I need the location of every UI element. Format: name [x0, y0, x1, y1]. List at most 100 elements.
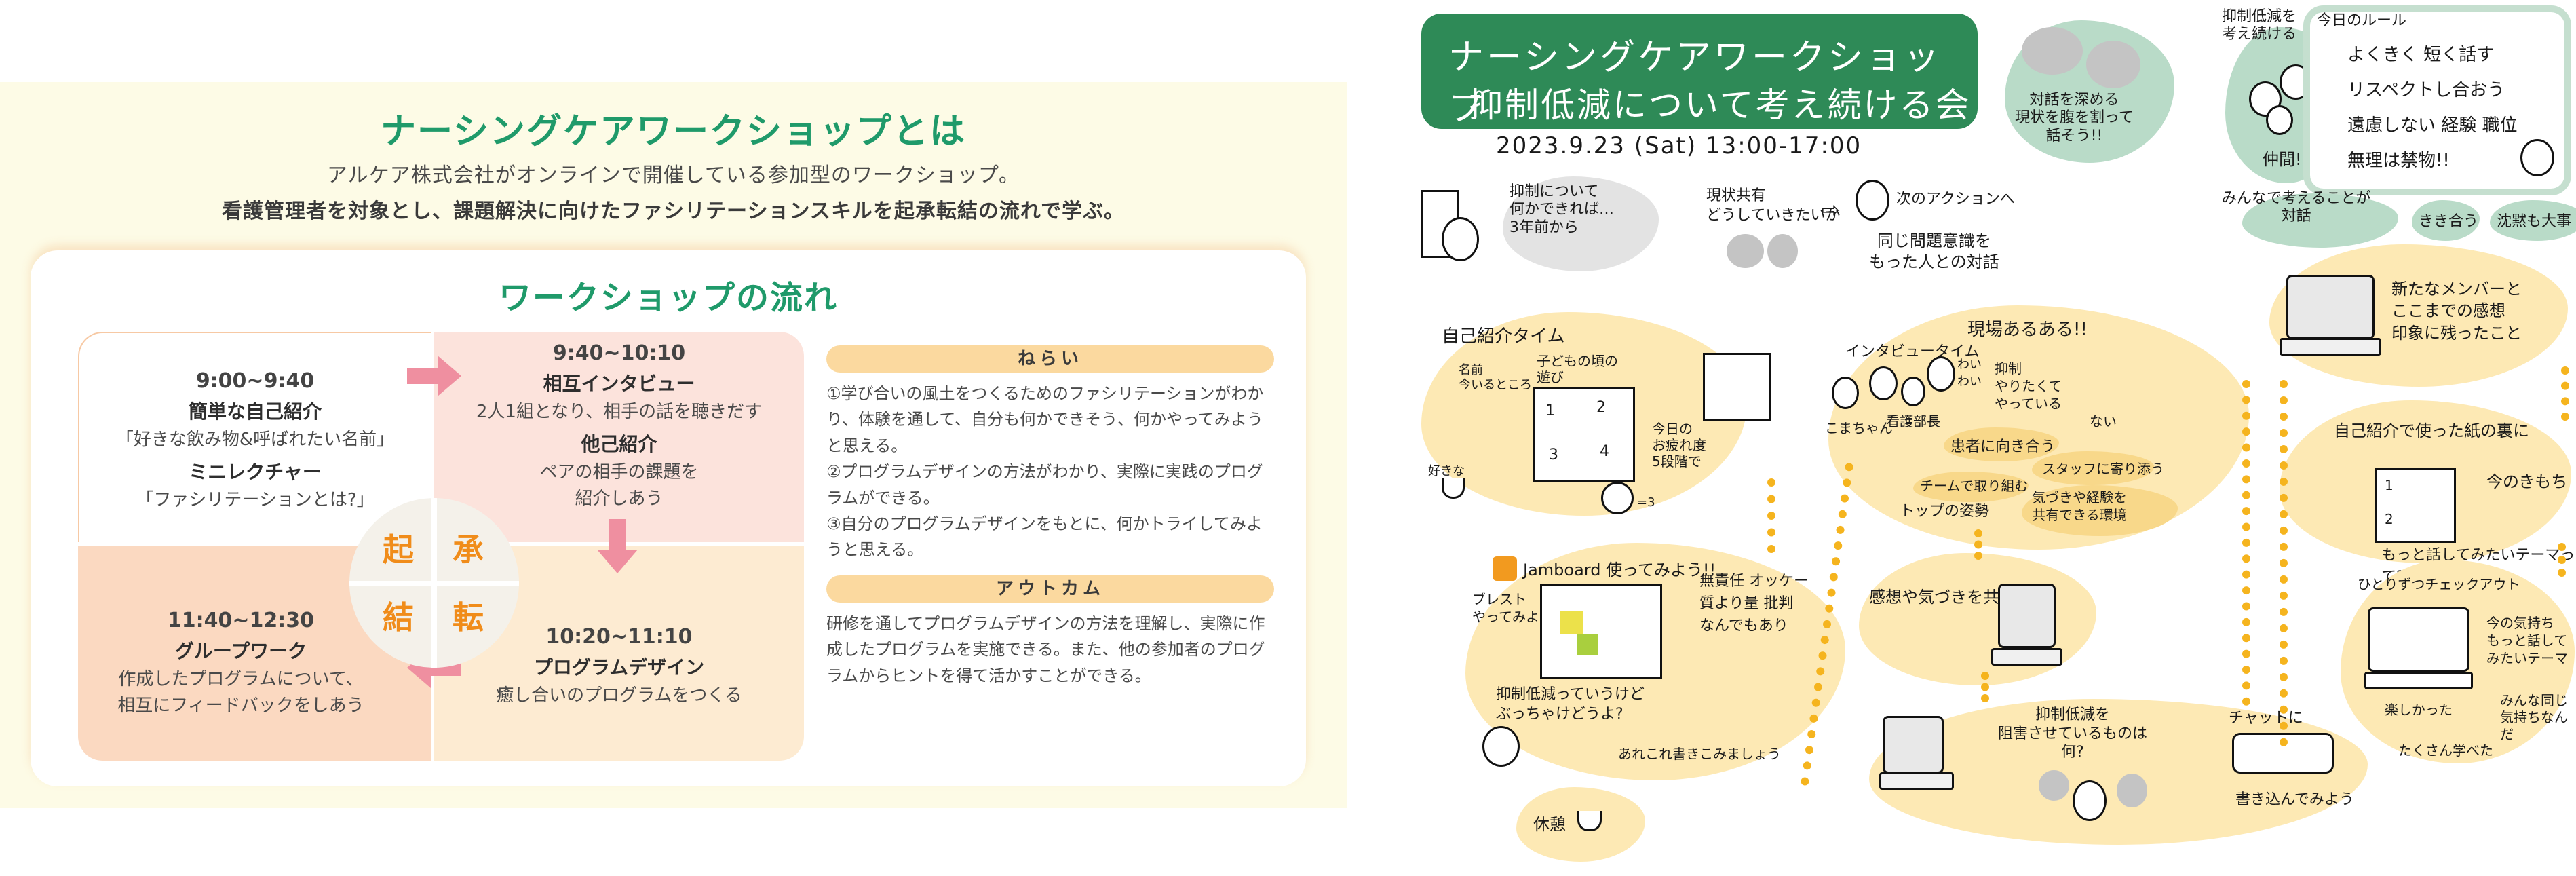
aims-label: ねらい — [826, 345, 1274, 373]
chat-top-label: チャットに — [2229, 710, 2303, 727]
together-bubble — [2242, 193, 2398, 248]
next-action-text: 次のアクションへ — [1896, 191, 2015, 208]
rules-title: 今日のルール — [2317, 12, 2407, 29]
fatigue-value: =3 — [1637, 495, 1655, 510]
sticky-note-yellow — [1560, 611, 1583, 634]
intro-line-2: 看護管理者を対象とし、課題解決に向けたファシリテーションスキルを起承転結の流れで… — [222, 199, 1125, 223]
listen-bubble — [2412, 200, 2480, 241]
deepen-text: 対話を深める 現状を腹を割って 話そう!! — [2015, 92, 2134, 145]
flow-connector — [2561, 366, 2569, 421]
same-feeling-text: みんな同じ 気持ちなんだ — [2500, 692, 2568, 742]
jamboard-icon — [1493, 556, 1517, 581]
ki-char: 起 — [383, 531, 414, 568]
highlight-text: トップの姿勢 — [1900, 503, 1990, 520]
wai-text: わい わい — [1957, 358, 1982, 389]
step-heading: プログラムデザイン — [533, 656, 705, 679]
together-text: みんなで考えることが 対話 — [2222, 190, 2371, 225]
arrow-icon: ⇨ — [1822, 197, 1840, 223]
person-name: こまちゃん — [1825, 420, 1893, 436]
rule-item: よくきく 短く話す — [2347, 45, 2495, 65]
current-feeling-label: 今のきもち — [2486, 472, 2568, 491]
person-name: 看護部長 — [1886, 413, 1940, 430]
worried-face-icon — [2073, 780, 2107, 821]
outcome-label: アウトカム — [826, 575, 1274, 603]
step-heading: 相互インタビュー — [543, 373, 695, 395]
nai-text: ない — [2090, 413, 2117, 430]
outcome-text: 研修を通してプログラムデザインの方法を理解し、実際に作成したプログラムを実施でき… — [826, 613, 1265, 685]
flow-connector — [2280, 380, 2288, 746]
dialogue-text: 同じ問題意識を もった人との対話 — [1869, 231, 1999, 272]
jamboard-screen — [1540, 584, 1662, 679]
laptop-icon — [2368, 607, 2469, 672]
person-icon — [1869, 366, 1898, 400]
person-icon — [1442, 217, 1479, 261]
recording-date: 2023.9.23 (Sat) 13:00-17:00 — [1496, 132, 1862, 159]
highlight-text: 患者に向き合う — [1950, 438, 2056, 455]
childhood-label: 子どもの頃の 遊び — [1537, 353, 1618, 385]
share-section — [1859, 553, 2096, 685]
person-icon — [1482, 726, 1520, 767]
arrow-down-icon — [597, 519, 638, 573]
step-time: 9:40~10:10 — [552, 341, 686, 365]
listen-text: きき合う — [2419, 213, 2479, 230]
workshop-flow-card: ワークショップの流れ 9:00~9:40 簡単な自己紹介 「好きな飲み物&呼ばれ… — [31, 250, 1306, 786]
write-text: あれこれ書きこみましょう — [1618, 746, 1781, 762]
highlight-text: 気づきや経験を 共有できる環境 — [2032, 489, 2127, 523]
learned-text: たくさん学べた — [2398, 742, 2493, 759]
highlight-text: チームで取り組む — [1920, 478, 2029, 494]
step-desc: ペアの相手の課題を 紹介しあう — [539, 462, 699, 509]
step-heading: 簡単な自己紹介 — [188, 400, 322, 423]
silence-bubble — [2490, 200, 2576, 241]
thought-cloud — [1503, 176, 1659, 271]
aims-outcome-section: ねらい ①学び合いの風土をつくるためのファシリテーションがわかり、体験を通して、… — [826, 345, 1274, 701]
aruaru-text: 現場あるある!! — [1967, 320, 2088, 340]
cloud-icon — [2039, 770, 2069, 801]
person-icon — [2266, 105, 2293, 135]
obstacle-question: 抑制低減を 阻害させているものは 何? — [1998, 706, 2148, 761]
checkout-prompt: 今の気持ち もっと話して みたいテーマ — [2486, 615, 2568, 666]
cup-icon — [1442, 478, 1465, 499]
step-heading: ミニレクチャー — [189, 460, 322, 483]
jamboard-title: Jamboard 使ってみよう!! — [1523, 560, 1716, 579]
sho-char: 承 — [453, 531, 484, 568]
flow-connector — [1981, 672, 1989, 702]
flow-connector — [1767, 478, 1775, 553]
flow-connector — [2242, 380, 2250, 706]
step-desc: 「好きな飲み物&呼ばれたい名前」 — [115, 429, 395, 450]
ten-char: 転 — [453, 599, 484, 636]
chat-bottom-label: 書き込んでみよう — [2235, 791, 2354, 808]
self-intro-title: 自己紹介タイム — [1442, 326, 1565, 347]
intro-sheet: 1 2 3 4 — [1533, 387, 1635, 482]
share-text: 現状共有 どうしていきたいか — [1706, 187, 1841, 224]
speech-bubble-icon — [2022, 27, 2083, 75]
recording-subtitle: 抑制低減について考え続ける会 — [1469, 85, 1972, 125]
rule-item: 遠慮しない 経験 職位 — [2347, 115, 2518, 136]
intro-line-1: アルケア株式会社がオンラインで開催している参加型のワークショップ。 — [327, 164, 1020, 187]
person-icon — [1927, 356, 1955, 392]
friends-text: 仲間!! — [2263, 150, 2309, 169]
workshop-title: ナーシングケアワークショップとは — [381, 111, 966, 152]
step-desc: 癒し合いのプログラムをつくる — [496, 685, 742, 706]
cloud-icon — [2117, 774, 2147, 807]
speech-bubble-icon — [1727, 234, 1764, 268]
break-label: 休憩 — [1533, 815, 1566, 834]
fun-text: 楽しかった — [2385, 702, 2453, 718]
kishotenketsu-circle: 起 承 結 転 — [349, 498, 519, 668]
laptop-icon — [1883, 716, 1944, 774]
cup-icon — [1577, 811, 1602, 831]
step-desc: 「ファシリテーションとは?」 — [136, 489, 374, 510]
step-heading: 他己紹介 — [581, 433, 657, 455]
person-icon — [1856, 180, 1889, 221]
drink-label: 好きな — [1428, 464, 1465, 478]
step-desc: 2人1組となり、相手の話を聴きだす — [476, 402, 763, 422]
step-ki: 9:00~9:40 簡単な自己紹介 「好きな飲み物&呼ばれたい名前」 ミニレクチ… — [78, 332, 431, 542]
recording-title: ナーシングケアワークショップ — [1448, 37, 1942, 129]
paper-back-title: 自己紹介で使った紙の裏に — [2334, 421, 2529, 440]
new-members-text: 新たなメンバーと ここまでの感想 印象に残ったこと — [2391, 280, 2522, 343]
speech-bubble-icon — [2086, 41, 2140, 88]
flow-connector — [1974, 529, 1982, 560]
person-icon — [1901, 377, 1925, 406]
arrow-right-icon — [407, 356, 461, 396]
question-text: 抑制低減っていうけど ぶっちゃけどうよ? — [1496, 686, 1645, 723]
flow-connector — [2558, 543, 2566, 577]
